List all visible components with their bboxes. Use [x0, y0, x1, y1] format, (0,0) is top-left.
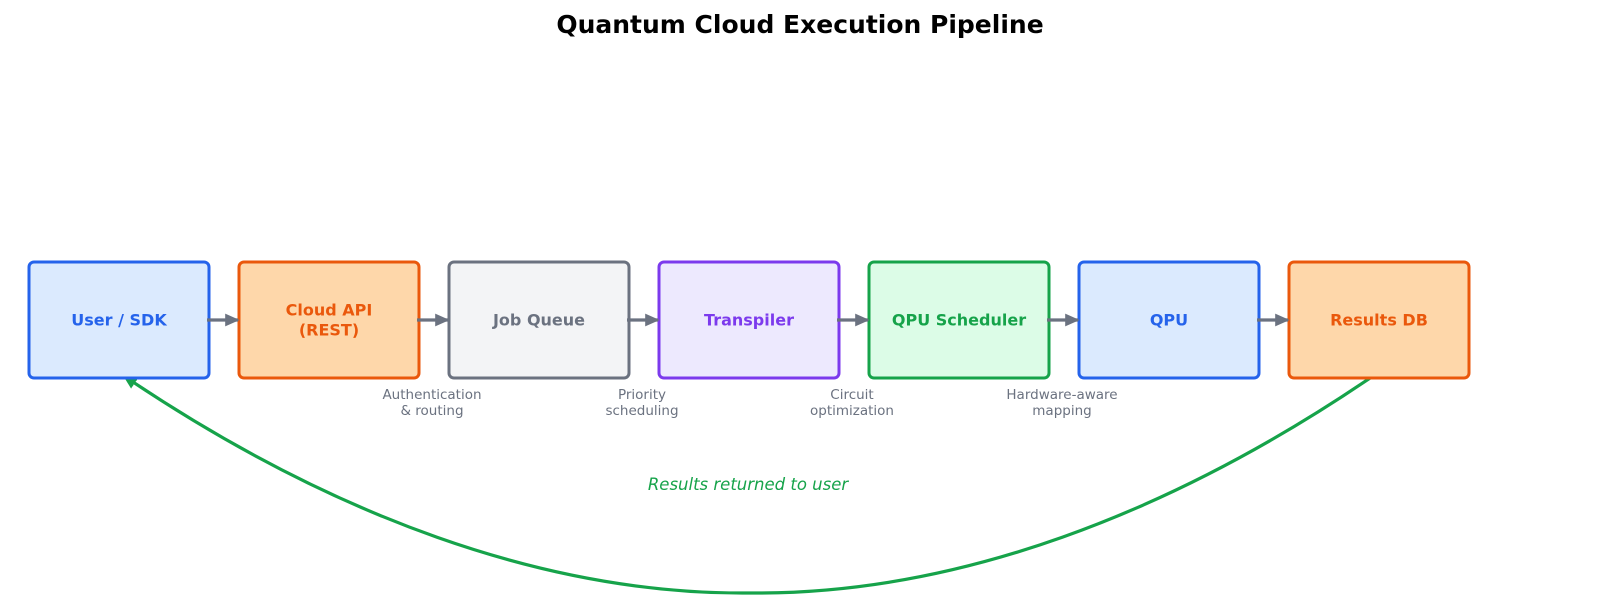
node-qpu: QPU	[1077, 260, 1261, 380]
edge-label-4: mapping	[1032, 403, 1091, 419]
node-qpu-label: QPU	[1150, 311, 1188, 330]
node-results-db-label: Results DB	[1330, 311, 1428, 330]
node-qpu-scheduler-label: QPU Scheduler	[892, 311, 1026, 330]
edge-label-4: Hardware-aware	[1006, 387, 1117, 403]
node-transpiler-label: Transpiler	[704, 311, 794, 330]
edge-labels-layer: Authentication& routing Priorityschedulin…	[382, 387, 1117, 419]
node-user-sdk: User / SDK	[27, 260, 211, 380]
node-transpiler: Transpiler	[657, 260, 841, 380]
nodes-layer: User / SDK Cloud API(REST) Job Queue Transp…	[27, 260, 1471, 380]
return-arrow	[122, 372, 1377, 595]
edge-label-3: optimization	[810, 403, 894, 419]
edge-label-1: & routing	[400, 403, 463, 419]
node-cloud-api-label: (REST)	[299, 321, 359, 340]
node-qpu-scheduler: QPU Scheduler	[867, 260, 1051, 380]
node-job-queue: Job Queue	[447, 260, 631, 380]
node-cloud-api: Cloud API(REST)	[237, 260, 421, 380]
node-job-queue-label: Job Queue	[492, 311, 585, 330]
node-user-sdk-label: User / SDK	[71, 311, 167, 330]
edge-label-1: Authentication	[382, 387, 481, 403]
edge-label-3: Circuit	[830, 387, 873, 403]
edge-label-2: Priority	[618, 387, 666, 403]
edge-label-2: scheduling	[605, 403, 678, 419]
diagram-title: Quantum Cloud Execution Pipeline	[556, 10, 1043, 39]
node-results-db: Results DB	[1287, 260, 1471, 380]
node-cloud-api-label: Cloud API	[286, 301, 373, 320]
return-flow-label: Results returned to user	[648, 475, 850, 494]
